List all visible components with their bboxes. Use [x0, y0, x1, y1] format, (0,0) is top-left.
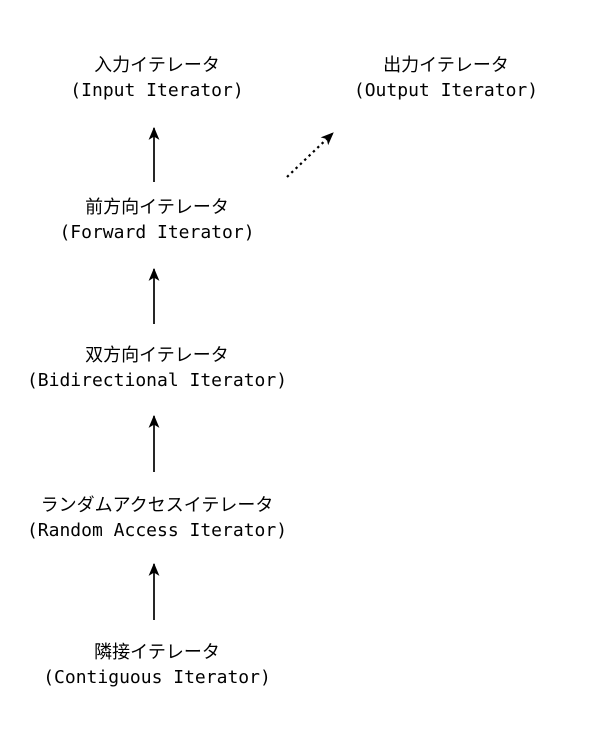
node-input-iterator-jp-label: 入力イテレータ	[94, 55, 220, 76]
node-bidirectional-iterator-en-label: (Bidirectional Iterator)	[26, 370, 288, 391]
node-forward-iterator-en-label: (Forward Iterator)	[59, 222, 255, 243]
node-random-access-iterator-jp-label: ランダムアクセスイテレータ	[40, 495, 274, 516]
node-bidirectional-iterator-jp-label: 双方向イテレータ	[85, 345, 229, 366]
edge-forward-to-output-arrow	[286, 132, 334, 178]
node-bidirectional-iterator: 双方向イテレータ (Bidirectional Iterator)	[27, 343, 287, 393]
node-output-iterator: 出力イテレータ (Output Iterator)	[354, 53, 538, 103]
node-input-iterator-en-label: (Input Iterator)	[70, 80, 244, 101]
node-output-iterator-jp-label: 出力イテレータ	[383, 55, 509, 76]
node-output-iterator-en-label: (Output Iterator)	[353, 80, 539, 101]
node-forward-iterator: 前方向イテレータ (Forward Iterator)	[59, 195, 254, 245]
node-random-access-iterator-en-label: (Random Access Iterator)	[26, 520, 288, 541]
node-random-access-iterator: ランダムアクセスイテレータ (Random Access Iterator)	[27, 493, 287, 543]
node-contiguous-iterator: 隣接イテレータ (Contiguous Iterator)	[43, 640, 271, 690]
node-contiguous-iterator-jp-label: 隣接イテレータ	[94, 642, 220, 663]
node-input-iterator: 入力イテレータ (Input Iterator)	[70, 53, 243, 103]
node-contiguous-iterator-en-label: (Contiguous Iterator)	[43, 667, 271, 688]
node-forward-iterator-jp-label: 前方向イテレータ	[85, 197, 229, 218]
